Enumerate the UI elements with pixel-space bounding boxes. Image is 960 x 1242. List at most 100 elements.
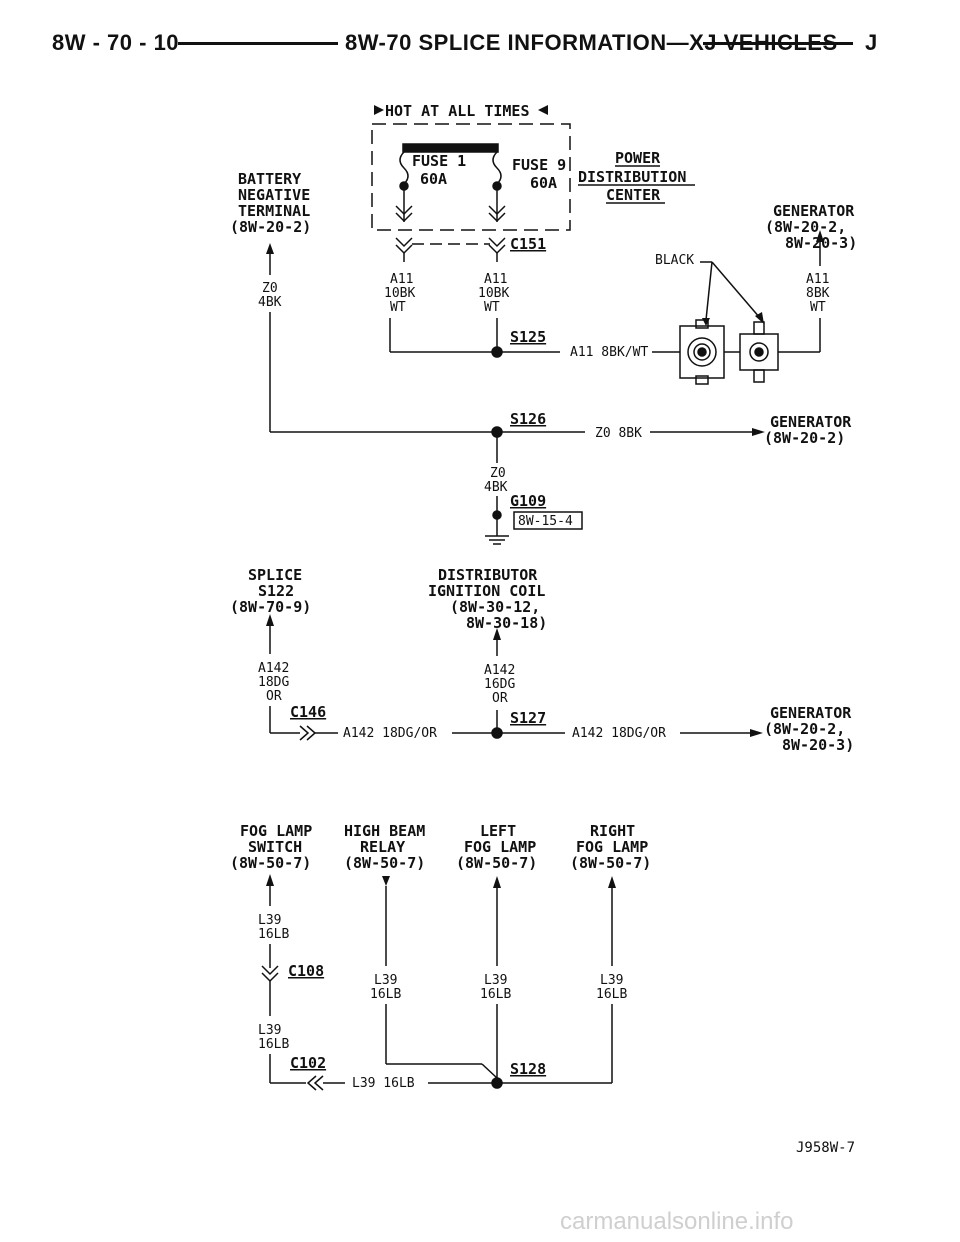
l39-b-label: L39 — [258, 1023, 281, 1038]
a142-left-label: A142 — [258, 661, 289, 676]
l39-wire-label: L39 16LB — [352, 1076, 415, 1091]
left-fog-label-3: (8W-50-7) — [456, 854, 537, 872]
ref-8w-15-4: 8W-15-4 — [518, 514, 573, 529]
splice-label-1: SPLICE — [248, 566, 302, 584]
a142-mid-label: A142 — [484, 663, 515, 678]
high-beam-label-3: (8W-50-7) — [344, 854, 425, 872]
a142-left-color: OR — [266, 689, 282, 704]
pdc-label-1: POWER — [615, 149, 661, 167]
battery-label-4: (8W-20-2) — [230, 218, 311, 236]
a11-mid-color: WT — [484, 300, 500, 315]
l39-e-gauge: 16LB — [596, 987, 627, 1002]
arrow-up-icon — [266, 243, 274, 254]
right-fog-label-3: (8W-50-7) — [570, 854, 651, 872]
arrow-up-icon — [266, 874, 274, 886]
pdc-label-2: DISTRIBUTION — [578, 168, 686, 186]
l39-d-label: L39 — [484, 973, 507, 988]
fuse-9-label: FUSE 9 — [512, 156, 566, 174]
a11-left-label: A11 — [390, 272, 413, 287]
pdc-label-3: CENTER — [606, 186, 661, 204]
generator-top-label-3: 8W-20-3) — [785, 234, 857, 252]
arrow-up-icon — [608, 876, 616, 888]
z0-8bk-label: Z0 8BK — [595, 426, 642, 441]
l39-c-label: L39 — [374, 973, 397, 988]
a11-mid-gauge: 10BK — [478, 286, 509, 301]
s127-label: S127 — [510, 709, 546, 727]
header-rule-right — [703, 42, 853, 45]
s128-label: S128 — [510, 1060, 546, 1078]
l39-a-label: L39 — [258, 913, 281, 928]
l39-c-gauge: 16LB — [370, 987, 401, 1002]
right-fog-label-2: FOG LAMP — [576, 838, 648, 856]
generator-mid-label-2: (8W-20-2) — [764, 429, 845, 447]
connector-c146-icon — [299, 725, 317, 741]
battery-label-2: NEGATIVE — [238, 186, 310, 204]
s125-label: S125 — [510, 328, 546, 346]
z0-bottom-gauge: 4BK — [484, 480, 508, 495]
generator-mid-label-1: GENERATOR — [770, 413, 852, 431]
fuse-1-icon — [399, 151, 409, 185]
c146-label: C146 — [290, 703, 326, 721]
battery-label-3: TERMINAL — [238, 202, 310, 220]
arrow-right-icon — [374, 105, 384, 115]
diagram-a142-circuit: SPLICE S122 (8W-70-9) A142 18DG OR C146 … — [230, 566, 854, 754]
l39-d-gauge: 16LB — [480, 987, 511, 1002]
arrow-right-icon — [752, 428, 765, 436]
distributor-label-4: 8W-30-18) — [466, 614, 547, 632]
page-number: 8W - 70 - 10 — [52, 30, 180, 55]
z0-bottom-label: Z0 — [490, 466, 506, 481]
s126-label: S126 — [510, 410, 546, 428]
generator-bottom-label-3: 8W-20-3) — [782, 736, 854, 754]
fog-switch-label-3: (8W-50-7) — [230, 854, 311, 872]
fuse-1-rating: 60A — [420, 170, 447, 188]
a142-mid-color: OR — [492, 691, 508, 706]
header-rule-left — [178, 42, 338, 45]
l39-b-gauge: 16LB — [258, 1037, 289, 1052]
splice-s125-dot — [491, 346, 503, 358]
left-fog-label-1: LEFT — [480, 822, 516, 840]
busbar — [402, 143, 499, 153]
hot-label: HOT AT ALL TIMES — [385, 102, 530, 120]
watermark: carmanualsonline.info — [560, 1208, 794, 1235]
pdc-box — [371, 123, 571, 231]
a142-wire-left-label: A142 18DG/OR — [343, 726, 437, 741]
a11-8bkwt-label: A11 8BK/WT — [570, 345, 648, 360]
generator-bottom-label-2: (8W-20-2, — [764, 720, 845, 738]
a11-left-gauge: 10BK — [384, 286, 415, 301]
fog-switch-label-2: SWITCH — [248, 838, 302, 856]
distributor-label-1: DISTRIBUTOR — [438, 566, 538, 584]
a11-right-gauge: 8BK — [806, 286, 830, 301]
distributor-label-3: (8W-30-12, — [450, 598, 540, 616]
connector-c102-icon — [306, 1075, 324, 1091]
l39-e-label: L39 — [600, 973, 623, 988]
generator-top-label-2: (8W-20-2, — [765, 218, 846, 236]
generator-bottom-label-1: GENERATOR — [770, 704, 852, 722]
c151-label: C151 — [510, 235, 546, 253]
z0-wire-label: Z0 — [262, 281, 278, 296]
l39-a-gauge: 16LB — [258, 927, 289, 942]
high-beam-label-2: RELAY — [360, 838, 405, 856]
battery-label-1: BATTERY — [238, 170, 301, 188]
figure-id: J958W-7 — [796, 1140, 855, 1156]
generator-top-label-1: GENERATOR — [773, 202, 855, 220]
splice-label-3: (8W-70-9) — [230, 598, 311, 616]
distributor-label-2: IGNITION COIL — [428, 582, 545, 600]
fuse-9-rating: 60A — [530, 174, 557, 192]
right-fog-label-1: RIGHT — [590, 822, 635, 840]
black-label: BLACK — [655, 253, 694, 268]
arrow-up-icon — [266, 614, 274, 626]
arrow-right-icon — [750, 729, 763, 737]
splice-s127-dot — [491, 727, 503, 739]
arrow-down-icon — [382, 876, 390, 886]
diagram-fog-lamp-circuit: FOG LAMP SWITCH (8W-50-7) HIGH BEAM RELA… — [230, 822, 651, 1091]
c108-label: C108 — [288, 962, 324, 980]
a142-mid-gauge: 16DG — [484, 677, 515, 692]
a11-mid-label: A11 — [484, 272, 507, 287]
fog-switch-label-1: FOG LAMP — [240, 822, 312, 840]
generator-terminal-left-icon — [679, 319, 725, 385]
fuse-9-icon — [492, 151, 502, 185]
a142-wire-right-label: A142 18DG/OR — [572, 726, 666, 741]
a11-right-label: A11 — [806, 272, 829, 287]
arrow-up-icon — [493, 628, 501, 640]
